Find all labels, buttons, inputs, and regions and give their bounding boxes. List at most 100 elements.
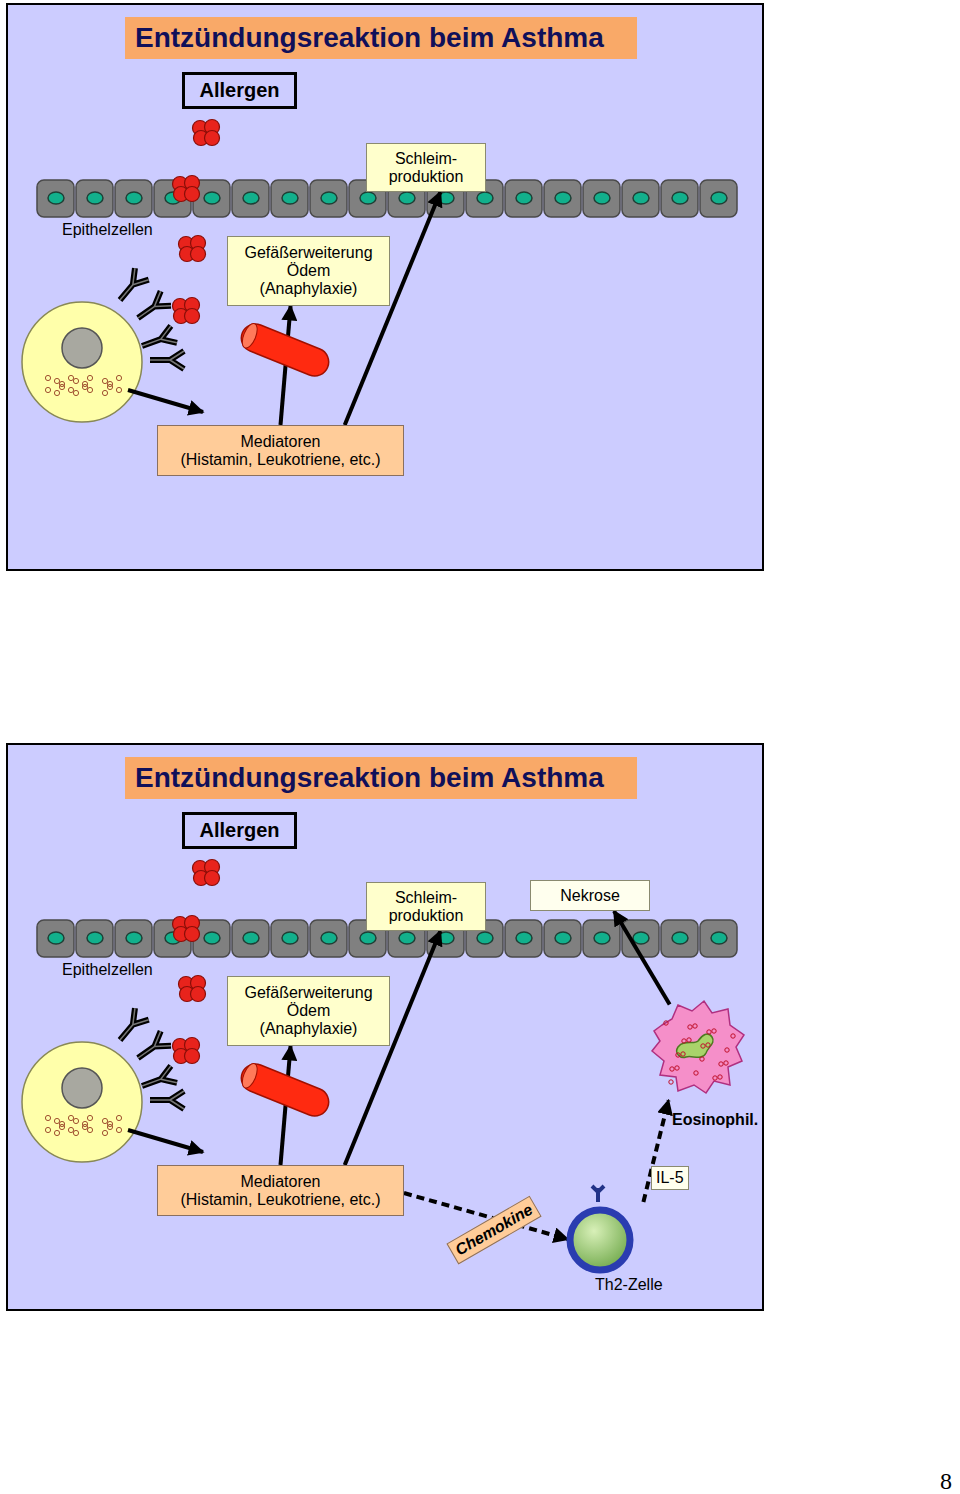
cell-label: Eosinophil.: [672, 1111, 758, 1129]
cell-nucleus: [126, 192, 142, 204]
epithelial-cell: [700, 920, 737, 957]
node-text: Allergen: [199, 79, 279, 102]
allergen-particle: [191, 247, 206, 262]
cell-nucleus: [243, 932, 259, 944]
cell-nucleus: [204, 192, 220, 204]
effect-box: Schleim- produktion: [366, 882, 486, 931]
title-box: Entzündungsreaktion beim Asthma: [125, 757, 637, 799]
epithelial-cell: [583, 920, 620, 957]
cell-nucleus: [87, 932, 103, 944]
node-text: Nekrose: [560, 887, 620, 905]
epithelial-cell: [115, 180, 152, 217]
epithelial-cell: [661, 180, 698, 217]
allergen-particle: [185, 1049, 200, 1064]
granule: [54, 378, 59, 383]
epithelial-cell: [76, 920, 113, 957]
epithelial-cell: [37, 180, 74, 217]
cell-nucleus: [516, 932, 532, 944]
cell-nucleus: [399, 932, 415, 944]
epithelial-cell: [76, 180, 113, 217]
granule: [102, 1130, 107, 1135]
edge-label: IL-5: [651, 1166, 689, 1190]
granule: [107, 1124, 112, 1129]
cell-nucleus: [126, 932, 142, 944]
allergen-particle: [185, 309, 200, 324]
allergen-box: Allergen: [182, 72, 297, 109]
granule: [87, 1127, 92, 1132]
epithelial-cell: [115, 920, 152, 957]
effect-box: Schleim- produktion: [366, 143, 486, 192]
cell-shape: [648, 995, 762, 1130]
granule: [107, 384, 112, 389]
granule: [68, 1115, 73, 1120]
cell-nucleus: [477, 932, 493, 944]
epithelial-cell: [271, 180, 308, 217]
th2-cell: Th2-Zelle: [555, 1200, 685, 1298]
arrow: [345, 931, 441, 1165]
granule: [45, 387, 50, 392]
arrow: [614, 911, 670, 1004]
release-arrow: [128, 1130, 203, 1152]
granule: [59, 384, 64, 389]
node-text: (Histamin, Leukotriene, etc.): [180, 1191, 380, 1209]
cell-nucleus: [321, 932, 337, 944]
granule: [73, 378, 78, 383]
node-text: (Histamin, Leukotriene, etc.): [180, 451, 380, 469]
granule: [82, 1124, 87, 1129]
epithelial-cell: [505, 920, 542, 957]
cell-nucleus: [633, 932, 649, 944]
cell-nucleus: [87, 192, 103, 204]
epithelial-cell: [232, 180, 269, 217]
node-text: Mediatoren: [240, 433, 320, 451]
allergen-particle: [191, 987, 206, 1002]
epithelial-cell: [37, 920, 74, 957]
ige-antibody: [150, 351, 184, 369]
epithelial-cell: [544, 180, 581, 217]
arrow: [345, 192, 441, 425]
ige-antibody: [133, 291, 171, 325]
cell-nucleus: [243, 192, 259, 204]
cell-nucleus: [516, 192, 532, 204]
region-label: Epithelzellen: [62, 961, 153, 979]
node-text: Entzündungsreaktion beim Asthma: [135, 22, 604, 54]
effect-box: Gefäßerweiterung Ödem (Anaphylaxie): [227, 236, 390, 306]
ige-antibody: [113, 268, 149, 306]
node-text: Gefäßerweiterung Ödem (Anaphylaxie): [238, 984, 379, 1038]
page-number: 8: [940, 1468, 952, 1494]
cell-nucleus: [282, 932, 298, 944]
ige-antibody: [139, 326, 177, 355]
cell-nucleus: [360, 192, 376, 204]
granule: [102, 390, 107, 395]
epithelial-cell: [232, 920, 269, 957]
granule: [45, 375, 50, 380]
cell-label: Th2-Zelle: [595, 1276, 663, 1294]
granule: [73, 1118, 78, 1123]
blood-vessel: [237, 320, 333, 380]
granule: [82, 384, 87, 389]
mast-cell: [22, 302, 142, 422]
granule: [59, 1124, 64, 1129]
cell-nucleus: [204, 932, 220, 944]
granule: [68, 1127, 73, 1132]
ige-antibody: [133, 1031, 171, 1065]
cell-nucleus: [672, 932, 688, 944]
cell-nucleus: [360, 932, 376, 944]
cell-nucleus: [399, 192, 415, 204]
cell-nucleus: [555, 192, 571, 204]
node-text: Schleim- produktion: [373, 150, 479, 186]
cell-nucleus: [48, 192, 64, 204]
allergen-particle: [185, 187, 200, 202]
ige-antibody: [150, 1091, 184, 1109]
granule: [116, 375, 121, 380]
cell-nucleus: [711, 192, 727, 204]
blood-vessel: [237, 1060, 333, 1120]
mediator-box: Mediatoren(Histamin, Leukotriene, etc.): [157, 425, 404, 476]
granule: [116, 1127, 121, 1132]
effect-box: Nekrose: [530, 880, 650, 911]
node-text: Schleim- produktion: [373, 889, 479, 925]
granule: [102, 1118, 107, 1123]
region-label: Epithelzellen: [62, 221, 153, 239]
allergen-particle: [185, 927, 200, 942]
epithelial-cell: [700, 180, 737, 217]
granule: [116, 387, 121, 392]
